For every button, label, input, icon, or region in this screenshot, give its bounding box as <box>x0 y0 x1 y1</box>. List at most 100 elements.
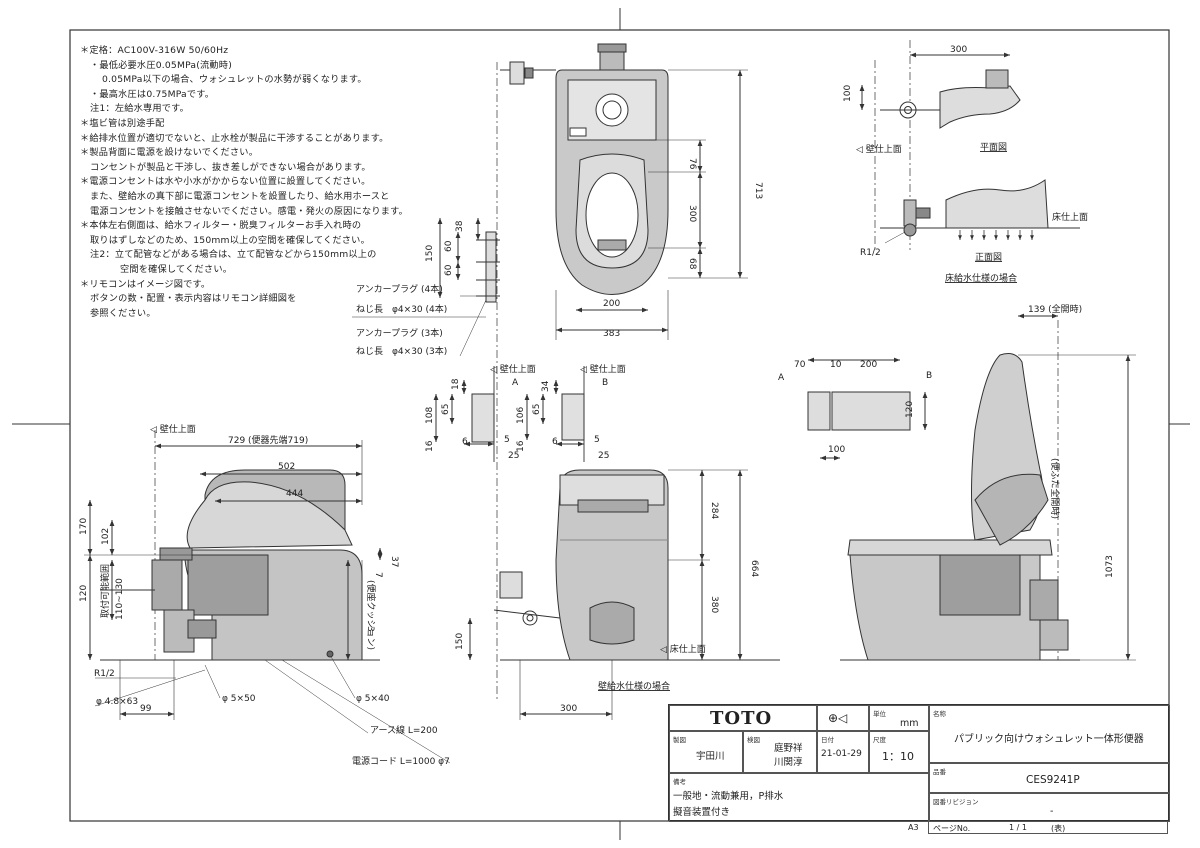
side-view <box>84 430 451 764</box>
note-line: コンセントが製品と干渉し、抜き差しができない場合があります。 <box>90 161 371 173</box>
screw3-label: ねじ長 φ4×30 (3本) <box>356 345 447 357</box>
dim-139: 139 (全開時) <box>1028 303 1082 315</box>
brand-logo: TOTO <box>710 708 773 729</box>
note-line: 空間を確保してください。 <box>120 263 233 275</box>
note-line: ＊電源コンセントは水や小水がかからない位置に設置してください。 <box>80 176 371 188</box>
note-line: ・最高水圧は0.75MPaです。 <box>90 88 215 100</box>
revision-value: - <box>1050 806 1054 817</box>
note-line: ＊定格：AC100V-316W 50/60Hz <box>80 45 229 56</box>
remark-line-2: 擬音装置付き <box>673 807 731 818</box>
dim-120: 120 <box>79 585 89 602</box>
drawn-value: 宇田川 <box>696 751 725 762</box>
floor-supply-label: 床給水仕様の場合 <box>945 272 1017 284</box>
bracket-detail-b <box>524 366 585 462</box>
d5x40-label: φ 5×40 <box>356 694 390 704</box>
model-label: 品番 <box>933 768 946 776</box>
date-value: 21-01-29 <box>821 749 862 759</box>
dim-38: 38 <box>455 220 465 232</box>
date-cell: 日付 21-01-29 <box>817 731 869 773</box>
dim-34-b: 34 <box>541 380 551 392</box>
dim-170: 170 <box>79 518 89 535</box>
note-line: ＊給排水位置が適切でないと、止水栓が製品に干渉することがあります。 <box>80 132 389 144</box>
dim-502: 502 <box>278 462 295 472</box>
name-label: 名称 <box>933 710 946 718</box>
floor-label-front: ◁ 床仕上面 <box>660 643 706 655</box>
checked-cell: 検図 庭野祥 川関淳 <box>743 731 817 773</box>
dim-284: 284 <box>709 502 719 519</box>
d5x50-label: φ 5×50 <box>222 694 256 704</box>
unit-value: mm <box>900 718 919 729</box>
dim-60a: 60 <box>444 240 454 252</box>
top-view <box>352 43 748 700</box>
dim-25-b: 25 <box>598 451 609 461</box>
d48x63-label: φ 4.8×63 <box>96 697 138 707</box>
dim-200: 200 <box>603 299 620 309</box>
checked-label: 検図 <box>747 736 760 744</box>
dim-120-right: 120 <box>905 401 915 418</box>
install-range-value: 110~130 <box>115 578 125 620</box>
note-line: 電源コンセントを接触させないでください。感電・発火の原因になります。 <box>90 205 408 217</box>
wall-label-a: ◁ 壁仕上面 <box>490 363 536 375</box>
note-line: 注2：立て配管などがある場合は、立て配管などから150mm以上の <box>90 249 377 261</box>
remarks-label: 備考 <box>673 778 686 786</box>
dim-300-front: 300 <box>560 704 577 714</box>
wall-label-plan: ◁ 壁仕上面 <box>856 143 902 155</box>
dim-100-top: 100 <box>843 85 853 102</box>
note-line: ・最低必要水圧0.05MPa(流動時) <box>90 59 232 71</box>
page-suffix: (表) <box>1051 824 1066 833</box>
dim-7: 7 <box>373 572 383 578</box>
side-view-open <box>807 313 1136 661</box>
dim-300-top: 300 <box>950 45 967 55</box>
dim-150-front: 150 <box>455 633 465 650</box>
dim-100-right: 100 <box>828 445 845 455</box>
dim-106: 106 <box>516 407 526 424</box>
note-line: ＊製品背面に電源を設けないでください。 <box>80 147 259 159</box>
dim-444: 444 <box>286 489 303 499</box>
label-a: A <box>512 378 519 388</box>
dim-99: 99 <box>140 704 152 714</box>
brand-cell: TOTO <box>669 705 817 731</box>
note-line: 0.05MPa以下の場合、ウォシュレットの水勢が弱くなります。 <box>102 74 367 86</box>
cushion-label: (便座クッション) <box>365 580 377 650</box>
dim-60b: 60 <box>444 264 454 276</box>
date-label: 日付 <box>821 736 834 744</box>
install-range-label: 取付可能範囲 <box>99 564 111 618</box>
note-line: また、壁給水の真下部に電源コンセントを設置したり、給水用ホースと <box>90 190 390 202</box>
page-number: 1 / 1 <box>1009 823 1027 832</box>
model-cell: 品番 CES9241P <box>929 763 1170 793</box>
dim-6-b: 6 <box>552 437 558 447</box>
drawn-label: 製図 <box>673 736 686 744</box>
dim-6-a: 6 <box>462 437 468 447</box>
wall-label-b: ◁ 壁仕上面 <box>580 363 626 375</box>
notes-block: ＊定格：AC100V-316W 50/60Hz ・最低必要水圧0.05MPa(流… <box>80 44 440 321</box>
label-b-right: B <box>926 371 932 381</box>
floor-supply-detail <box>859 40 1080 250</box>
full-open-label: (便ふた全開時) <box>1049 458 1061 519</box>
note-line: ＊リモコンはイメージ図です。 <box>80 278 211 290</box>
title-block: TOTO ⊕◁ 単位 mm 名称 パブリック向けウォシュレット一体形便器 製図 … <box>668 704 1170 822</box>
projection-symbol-icon: ⊕◁ <box>828 711 848 725</box>
dim-102: 102 <box>101 528 111 545</box>
note-line: 注1：左給水専用です。 <box>90 103 189 115</box>
earth-label: アース線 L=200 <box>370 724 438 736</box>
screw4-label: ねじ長 φ4×30 (4本) <box>356 303 447 315</box>
dim-3: 3 <box>365 626 375 632</box>
checked-value-1: 庭野祥 <box>774 743 803 754</box>
dim-383: 383 <box>603 329 620 339</box>
front-label: 正面図 <box>975 252 1002 263</box>
dim-65-b: 65 <box>532 404 542 415</box>
anchor4-label: アンカープラグ (4本) <box>356 283 443 295</box>
model-number: CES9241P <box>1026 774 1080 786</box>
remarks-cell: 備考 一般地・流動兼用，P排水 擬音装置付き <box>669 773 929 822</box>
label-b: B <box>602 378 608 388</box>
remark-line-1: 一般地・流動兼用，P排水 <box>673 791 784 802</box>
r12-label-plan: R1/2 <box>860 248 881 258</box>
product-name: パブリック向けウォシュレット一体形便器 <box>954 734 1144 745</box>
note-line: ボタンの数・配置・表示内容はリモコン詳細図を <box>90 293 297 305</box>
plan-label: 平面図 <box>980 142 1007 153</box>
revision-label: 図番リビジョン <box>933 798 979 806</box>
dim-5-b: 5 <box>594 435 600 445</box>
dim-18-a: 18 <box>451 378 461 390</box>
dim-76: 76 <box>687 158 697 170</box>
dim-380: 380 <box>709 596 719 613</box>
